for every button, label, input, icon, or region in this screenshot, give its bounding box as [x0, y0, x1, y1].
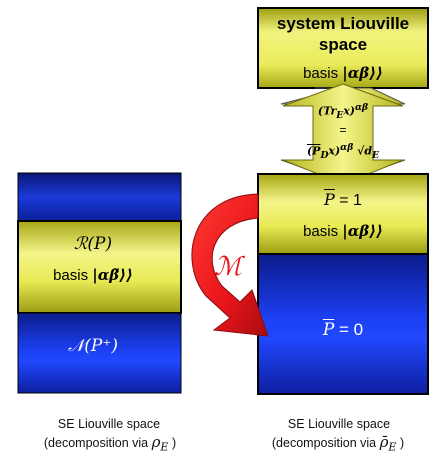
arrow-projector-expression: (PDx)αβ √dE [300, 142, 386, 161]
range-label: ℛ(P) [73, 234, 113, 254]
left-caption-line1: SE Liouville space [57, 417, 161, 431]
right-caption-line1: SE Liouville space [287, 417, 391, 431]
right-caption-prefix: (decomposition via [271, 436, 377, 450]
right-caption-line2: (decomposition via ρ̄E ) [240, 434, 436, 456]
right-caption-rho-bar: ρ̄ [379, 433, 389, 451]
trace-rest: x) [343, 104, 355, 118]
map-label: ℳ [214, 252, 242, 282]
kernel-box [17, 312, 182, 394]
proj-sup: αβ [340, 142, 354, 153]
p-equals-1-box [257, 173, 429, 255]
p-bar-symbol-0: P [322, 320, 335, 340]
left-caption-line2: (decomposition via ρE ) [10, 434, 210, 456]
p-equals-1-label: P = 1 [258, 190, 428, 210]
range-box [17, 220, 182, 314]
map-arrow [191, 193, 269, 337]
proj-rest: x) [328, 144, 341, 158]
system-box-title-line2: space [318, 35, 368, 54]
proj-sub: D [320, 149, 329, 161]
right-basis-word: basis [303, 223, 339, 240]
right-basis: basis |αβ⟩⟩ [258, 222, 428, 240]
trace-sup: αβ [355, 102, 369, 113]
right-caption-suffix: ) [399, 436, 405, 450]
kernel-label: 𝒩(P⁺) [68, 336, 118, 356]
system-basis-ket: |αβ⟩⟩ [342, 64, 383, 82]
p-bar-symbol-1: P [324, 190, 335, 209]
proj-open: (P [306, 144, 321, 158]
left-basis: basis |αβ̃⟩⟩ [18, 266, 168, 284]
arrow-equals: = [339, 123, 347, 137]
left-caption-prefix: (decomposition via [43, 436, 149, 450]
system-box-title-line1: system Liouville [276, 14, 410, 33]
right-caption-rho-sub: E [388, 440, 397, 454]
left-caption-suffix: ) [171, 436, 177, 450]
system-liouville-box [257, 7, 429, 89]
p-equals-0-box [257, 253, 429, 395]
left-top-blue-band [17, 172, 182, 222]
system-box-basis: basis |αβ⟩⟩ [258, 64, 428, 82]
p-equals-0-label: P = 0 [258, 320, 428, 340]
trace-sub: E [336, 109, 344, 121]
left-basis-ket: |αβ̃⟩⟩ [92, 266, 133, 284]
p-equals-0-value: = 0 [339, 320, 364, 339]
trace-open: (Tr [317, 104, 337, 118]
right-basis-ket: |αβ⟩⟩ [342, 222, 383, 240]
proj-root: √d [357, 144, 373, 158]
p-equals-1-value: = 1 [339, 192, 362, 209]
arrow-trace-expression: (TrEx)αβ [313, 102, 373, 121]
left-caption-rho: ρ [151, 433, 161, 451]
left-caption-rho-sub: E [160, 440, 169, 454]
proj-root-sub: E [372, 149, 380, 161]
system-basis-word: basis [303, 65, 339, 82]
left-basis-word: basis [53, 267, 89, 284]
